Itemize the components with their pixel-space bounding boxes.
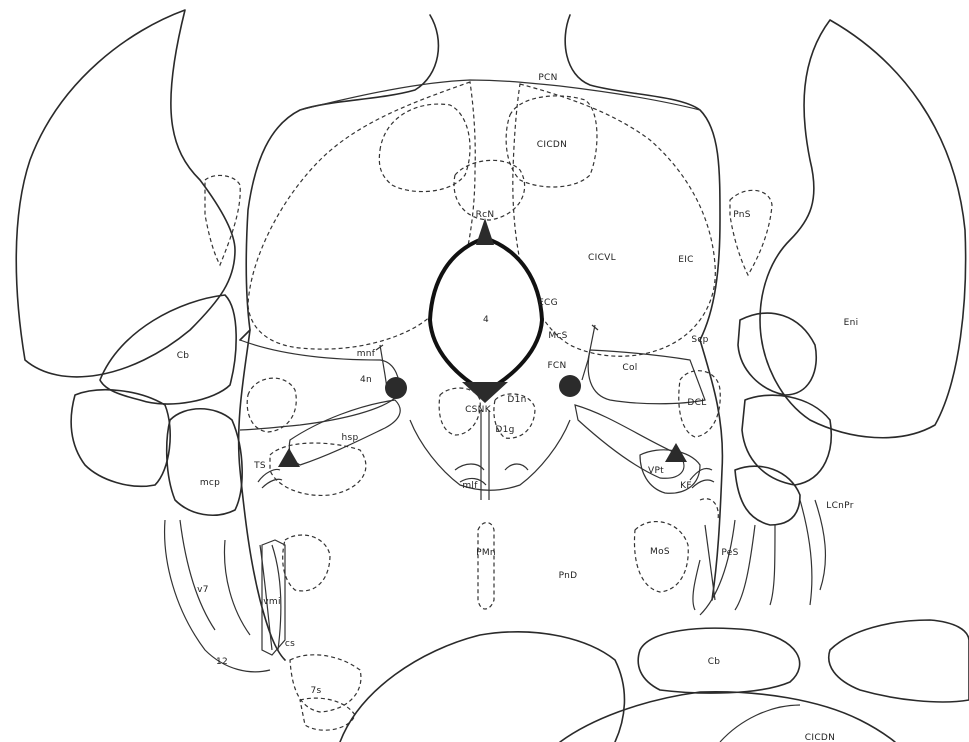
bottom-lobe-right	[829, 620, 969, 702]
label-rcn: RcN	[476, 210, 495, 220]
label-ventricle: 4	[483, 315, 489, 325]
label-d1n: D1n	[507, 395, 526, 405]
label-pcn: PCN	[538, 73, 557, 83]
left-lower-arcs	[165, 520, 281, 672]
left-cb-block	[100, 295, 236, 404]
right-scp-tract	[575, 405, 684, 478]
label-scp: Scp	[691, 335, 708, 345]
label-eni: Eni	[844, 318, 859, 328]
label-cb-left: Cb	[177, 351, 190, 361]
dorsal-dome	[300, 80, 700, 110]
cicdn-region-left	[379, 104, 470, 192]
label-cicdn-bottom: CICDN	[805, 733, 835, 742]
left-small-tract	[258, 470, 282, 489]
label-col: Col	[622, 363, 637, 373]
right-cb-block-lower	[742, 395, 831, 485]
left-dcl-dashed	[247, 378, 296, 432]
midline-lower-body	[410, 420, 570, 490]
left-mcp-block	[167, 409, 242, 515]
label-7s: 7s	[310, 686, 321, 696]
label-csnk: CSNK	[465, 405, 492, 415]
label-mcs: McS	[548, 331, 567, 341]
label-ecg: ECG	[538, 298, 558, 308]
left-lower-dashed-b	[290, 655, 361, 712]
label-mnf: mnf	[357, 349, 376, 359]
label-lcnpr: LCnPr	[826, 501, 853, 511]
label-kf: KF	[680, 481, 692, 491]
cerebellum-right-outline	[760, 20, 966, 438]
label-v7: v7	[197, 585, 209, 595]
label-cs: cs	[285, 639, 295, 649]
label-fcn: FCN	[547, 361, 566, 371]
midline-raphe	[481, 410, 489, 500]
label-d1g: D1g	[495, 425, 514, 435]
right-nucleus-dot-icon	[559, 375, 581, 397]
label-mos: MoS	[650, 547, 670, 557]
label-hsp: hsp	[341, 433, 358, 443]
label-mcp: mcp	[200, 478, 220, 488]
label-pns: PnS	[733, 210, 751, 220]
ventricle-top-triangle-icon	[476, 218, 494, 245]
right-col-region	[588, 350, 705, 404]
label-cicdn: CICDN	[537, 140, 567, 150]
label-cicvl: CICVL	[588, 253, 616, 263]
top-lobule-left	[240, 15, 438, 340]
left-lower-dashed-a	[283, 535, 330, 591]
left-lower-lobe	[71, 390, 170, 487]
label-vmi: vmi	[263, 597, 281, 607]
top-lobule-right	[565, 15, 720, 340]
left-lower-dashed	[270, 443, 366, 495]
label-vpt: VPt	[648, 466, 664, 476]
label-pnd: PnD	[559, 571, 578, 581]
label-12: 12	[216, 657, 228, 667]
right-pes-dashed	[700, 499, 718, 520]
right-mcs-tract	[582, 325, 598, 380]
midline-pmn-dashed	[478, 523, 494, 610]
label-ts: TS	[253, 461, 266, 471]
cerebellum-left-outline	[16, 10, 235, 377]
lateral-dashed-right	[730, 190, 772, 275]
right-small-tract	[690, 468, 714, 488]
label-4n: 4n	[360, 375, 372, 385]
bottom-lobe-left	[340, 632, 624, 742]
label-pmn: PMn	[476, 548, 496, 558]
left-triangle-icon	[278, 448, 300, 467]
label-dcl: DCL	[687, 398, 706, 408]
label-pes: PeS	[721, 548, 738, 558]
label-mlf: mlf	[462, 481, 478, 491]
bottom-lobe-arc-inner	[720, 705, 800, 742]
left-nucleus-dot-icon	[385, 377, 407, 399]
label-eic: EIC	[678, 255, 694, 265]
label-cb-bottom: Cb	[708, 657, 721, 667]
ventricle-bottom-triangle-icon	[462, 382, 508, 403]
left-lower-dashed-c	[300, 698, 355, 730]
